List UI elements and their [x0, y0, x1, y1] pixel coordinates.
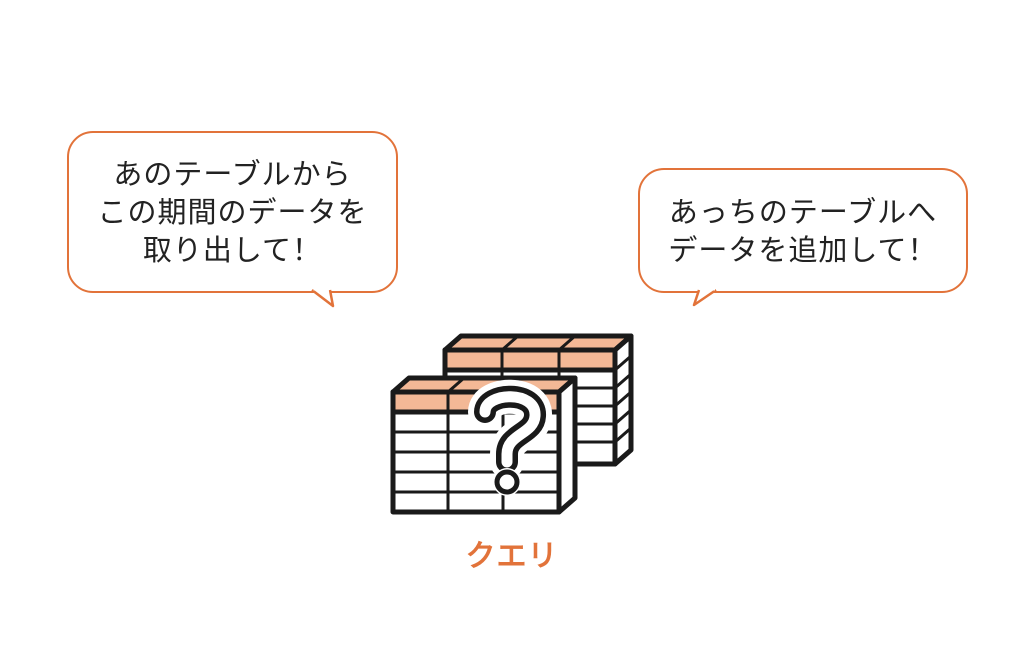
bubble-right-line-1: あっちのテーブルへ: [668, 194, 938, 229]
table-question-icon: [390, 333, 634, 515]
speech-bubble-insert: あっちのテーブルへ データを追加して！: [638, 168, 968, 293]
query-label: クエリ: [465, 539, 559, 574]
speech-bubble-extract: あのテーブルから この期間のデータを 取り出して！: [67, 131, 398, 293]
speech-bubble-tail-right: [692, 287, 717, 307]
bubble-left-line-1: あのテーブルから: [113, 157, 352, 191]
bubble-left-line-2: この期間のデータを: [97, 195, 368, 229]
bubble-left-line-3: 取り出して！: [142, 233, 323, 267]
speech-bubble-tail-left: [311, 287, 335, 308]
bubble-right-line-2: データを追加して！: [668, 232, 938, 267]
